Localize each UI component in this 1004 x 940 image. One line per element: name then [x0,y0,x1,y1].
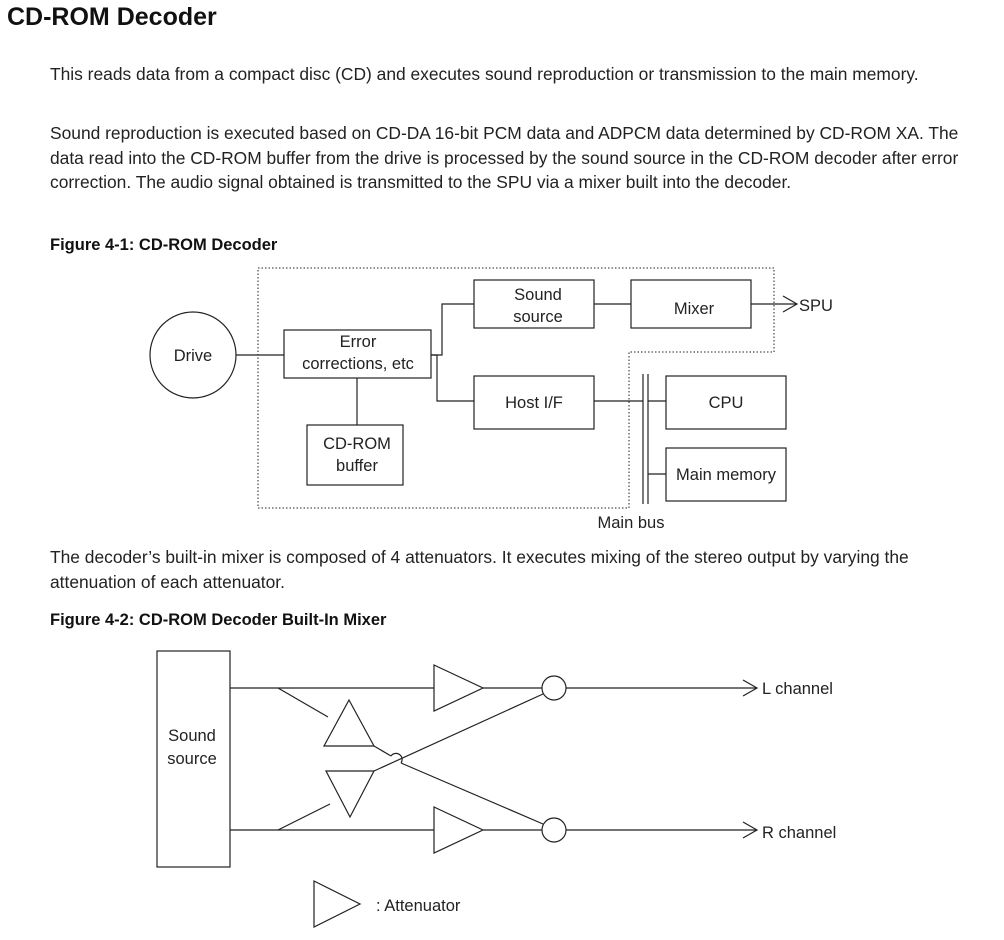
r-summing-node [541,817,567,843]
host-if-box [473,375,595,430]
error-correction-label-line1: Error [340,333,377,351]
cross-bottom-line-a [277,803,331,831]
cross-bottom-line-b [373,693,544,772]
main-memory-label: Main memory [676,466,777,484]
top-attenuator [433,664,485,712]
figure-1-caption: Figure 4-1: CD-ROM Decoder [50,236,278,254]
mixer-label: Mixer [674,300,715,318]
cross-top-attenuator [322,698,376,747]
attenuator-legend-label: : Attenuator [376,897,461,915]
page-title: CD-ROM Decoder [7,3,217,31]
error-to-host-line [431,354,474,402]
l-channel-label: L channel [762,680,833,698]
host-if-label: Host I/F [505,394,563,412]
crossing-hop [390,752,403,764]
mixer-sound-source-label-line2: source [167,750,217,768]
cross-bottom-attenuator [325,770,375,819]
r-channel-label: R channel [762,824,836,842]
cdrom-buffer-label-line2: buffer [336,457,378,475]
cpu-box [665,375,787,430]
l-channel-arrowhead [742,679,759,697]
intro-paragraph: This reads data from a compact disc (CD)… [50,64,919,84]
figure-2-caption: Figure 4-2: CD-ROM Decoder Built-In Mixe… [50,611,387,629]
cdrom-decoder-diagram: Drive Error corrections, etc Sound sourc… [149,267,833,532]
spu-arrowhead [782,295,799,313]
decoder-boundary [257,267,775,509]
r-channel-arrowhead [742,821,759,839]
mixer-sound-source-box [156,650,231,868]
sound-source-label-line2: source [513,308,563,326]
cdrom-buffer-box [306,424,404,486]
spu-label: SPU [799,297,833,315]
cross-top-line-a [277,687,329,718]
main-bus-label: Main bus [598,514,665,532]
bottom-attenuator [433,806,485,854]
cross-top-line-b [373,745,392,757]
error-correction-label-line2: corrections, etc [302,355,414,373]
mixer-paragraph: The decoder’s built-in mixer is composed… [50,547,909,592]
l-summing-node [541,675,567,701]
mixer-sound-source-label-line1: Sound [168,727,216,745]
sound-source-label-line1: Sound [514,286,562,304]
drive-label: Drive [174,347,213,365]
sound-reproduction-paragraph: Sound reproduction is executed based on … [50,123,959,192]
legend-attenuator-icon [313,880,362,928]
cross-top-line-c [400,762,544,825]
cpu-label: CPU [709,394,744,412]
cdrom-buffer-label-line1: CD-ROM [323,435,391,453]
